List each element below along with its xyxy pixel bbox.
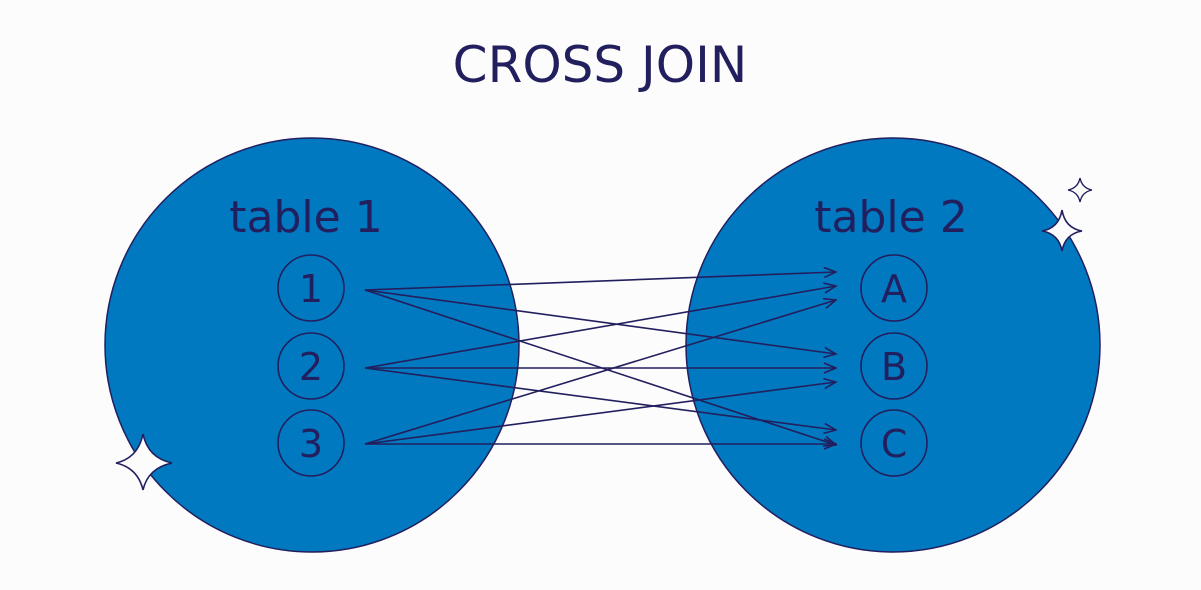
sparkle-icon: [115, 433, 173, 491]
arrow-1-A: [364, 272, 836, 291]
table-2-circle: [685, 137, 1101, 553]
svg-text:B: B: [881, 345, 907, 389]
table-1-item: 1: [277, 254, 345, 322]
table-1-item: 3: [277, 409, 345, 477]
join-arrows: [364, 272, 836, 445]
arrow-1-B: [364, 289, 836, 354]
arrow-2-A: [364, 286, 836, 369]
table-1-items: 1 2 3: [277, 254, 345, 477]
sparkle-icon: [1067, 177, 1093, 203]
arrow-3-B: [364, 382, 836, 445]
arrow-3-A: [364, 300, 836, 445]
table-2-label: table 2: [814, 192, 967, 243]
table-1-item: 2: [277, 332, 345, 400]
svg-text:C: C: [881, 422, 908, 466]
svg-text:3: 3: [299, 422, 323, 466]
table-1-circle: [104, 137, 520, 553]
arrow-2-C: [364, 367, 836, 430]
svg-text:A: A: [881, 267, 907, 311]
svg-text:2: 2: [299, 345, 323, 389]
table-2-item: A: [860, 254, 928, 322]
table-2-item: B: [860, 332, 928, 400]
table-2-item: C: [860, 409, 928, 477]
svg-text:1: 1: [299, 267, 323, 311]
table-2-items: A B C: [860, 254, 928, 477]
table-1-label: table 1: [229, 192, 382, 243]
sparkle-icon: [1041, 209, 1083, 252]
diagram-title: CROSS JOIN: [453, 36, 748, 94]
